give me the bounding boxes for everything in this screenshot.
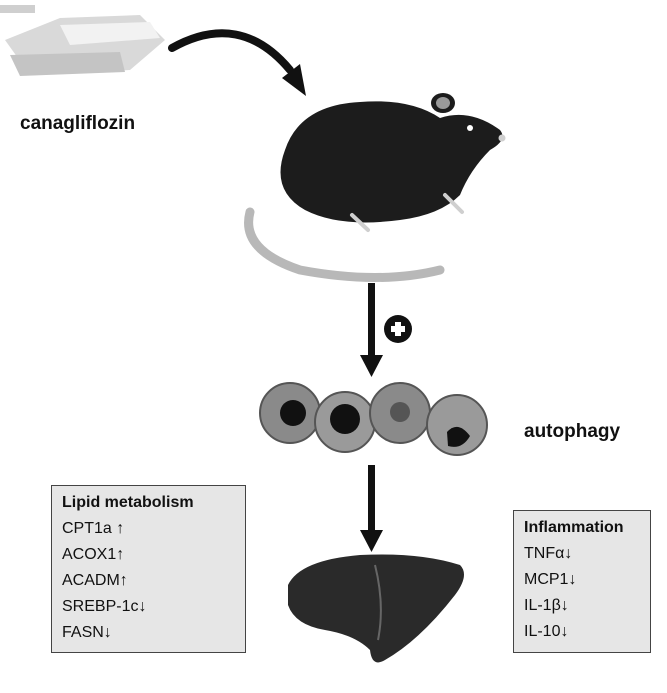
- inflammation-title: Inflammation: [524, 519, 624, 536]
- plus-icon: [384, 315, 412, 343]
- lipid-item: CPT1a ↑: [62, 520, 125, 537]
- inflammation-item: IL-10↓: [524, 623, 569, 640]
- drug-label: canagliflozin: [20, 113, 136, 134]
- autophagy-label: autophagy: [524, 421, 621, 442]
- curved-arrow-icon: [168, 29, 306, 96]
- lipid-item: SREBP-1c↓: [62, 598, 147, 615]
- cells-image: [259, 382, 488, 456]
- lipid-item: FASN↓: [62, 624, 112, 641]
- down-arrow-icon-2: [360, 465, 383, 552]
- tablet-image: [0, 5, 165, 76]
- inflammation-item: TNFα↓: [524, 545, 573, 562]
- inflammation-box: Inflammation TNFα↓ MCP1↓ IL-1β↓ IL-10↓: [513, 510, 651, 653]
- lipid-metabolism-box: Lipid metabolism CPT1a ↑ ACOX1↑ ACADM↑ S…: [51, 485, 246, 653]
- liver-icon: [288, 554, 464, 663]
- inflammation-item: MCP1↓: [524, 571, 577, 588]
- lipid-item: ACOX1↑: [62, 546, 125, 563]
- down-arrow-icon: [360, 283, 383, 377]
- lipid-item: ACADM↑: [62, 572, 128, 589]
- mouse-icon: [244, 93, 506, 282]
- inflammation-item: IL-1β↓: [524, 597, 569, 614]
- lipid-metabolism-title: Lipid metabolism: [62, 494, 194, 511]
